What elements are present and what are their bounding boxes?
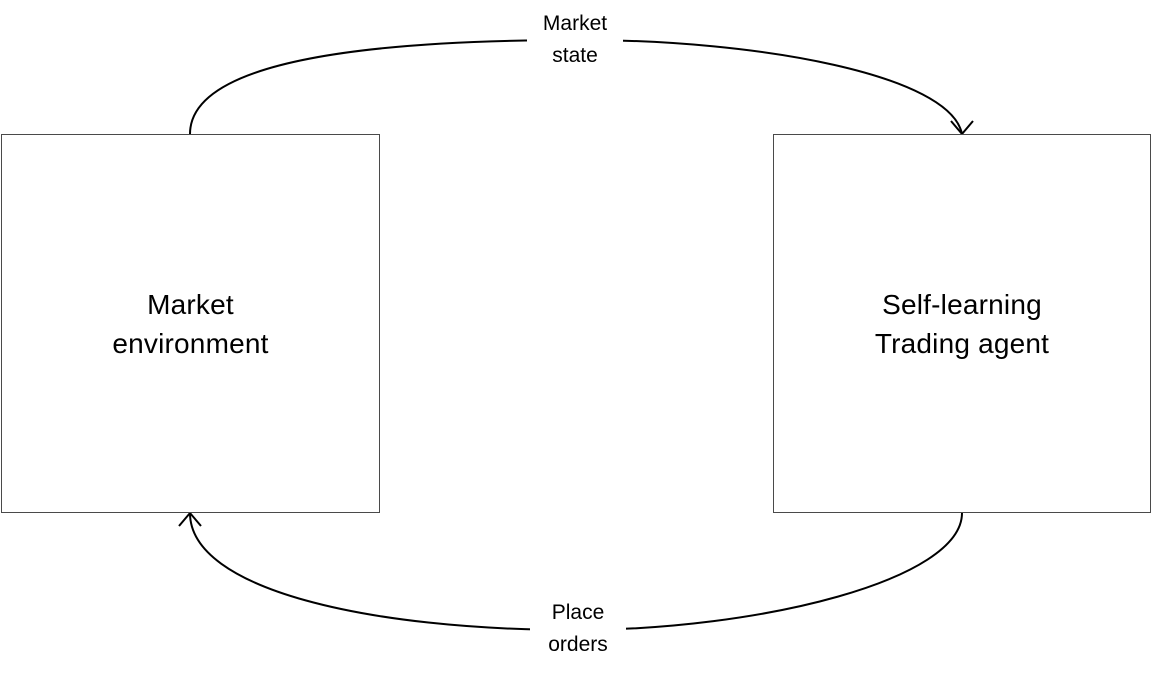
market-environment-box: Market environment	[1, 134, 380, 513]
place-orders-label-line2: orders	[548, 633, 608, 656]
market-environment-label-line2: environment	[112, 327, 269, 359]
market-environment-label: Market environment	[112, 285, 268, 363]
market-state-label-line2: state	[552, 44, 598, 67]
trading-agent-box: Self-learning Trading agent	[773, 134, 1151, 513]
market-state-label: Market state	[527, 8, 623, 72]
trading-agent-label-line1: Self-learning	[882, 288, 1042, 320]
trading-agent-label: Self-learning Trading agent	[875, 285, 1049, 363]
trading-agent-label-line2: Trading agent	[874, 327, 1050, 359]
market-environment-label-line1: Market	[147, 288, 234, 320]
place-orders-label: Place orders	[530, 597, 626, 661]
place-orders-arrowhead	[178, 511, 202, 527]
place-orders-label-line1: Place	[551, 601, 605, 624]
market-state-label-line1: Market	[542, 12, 608, 35]
